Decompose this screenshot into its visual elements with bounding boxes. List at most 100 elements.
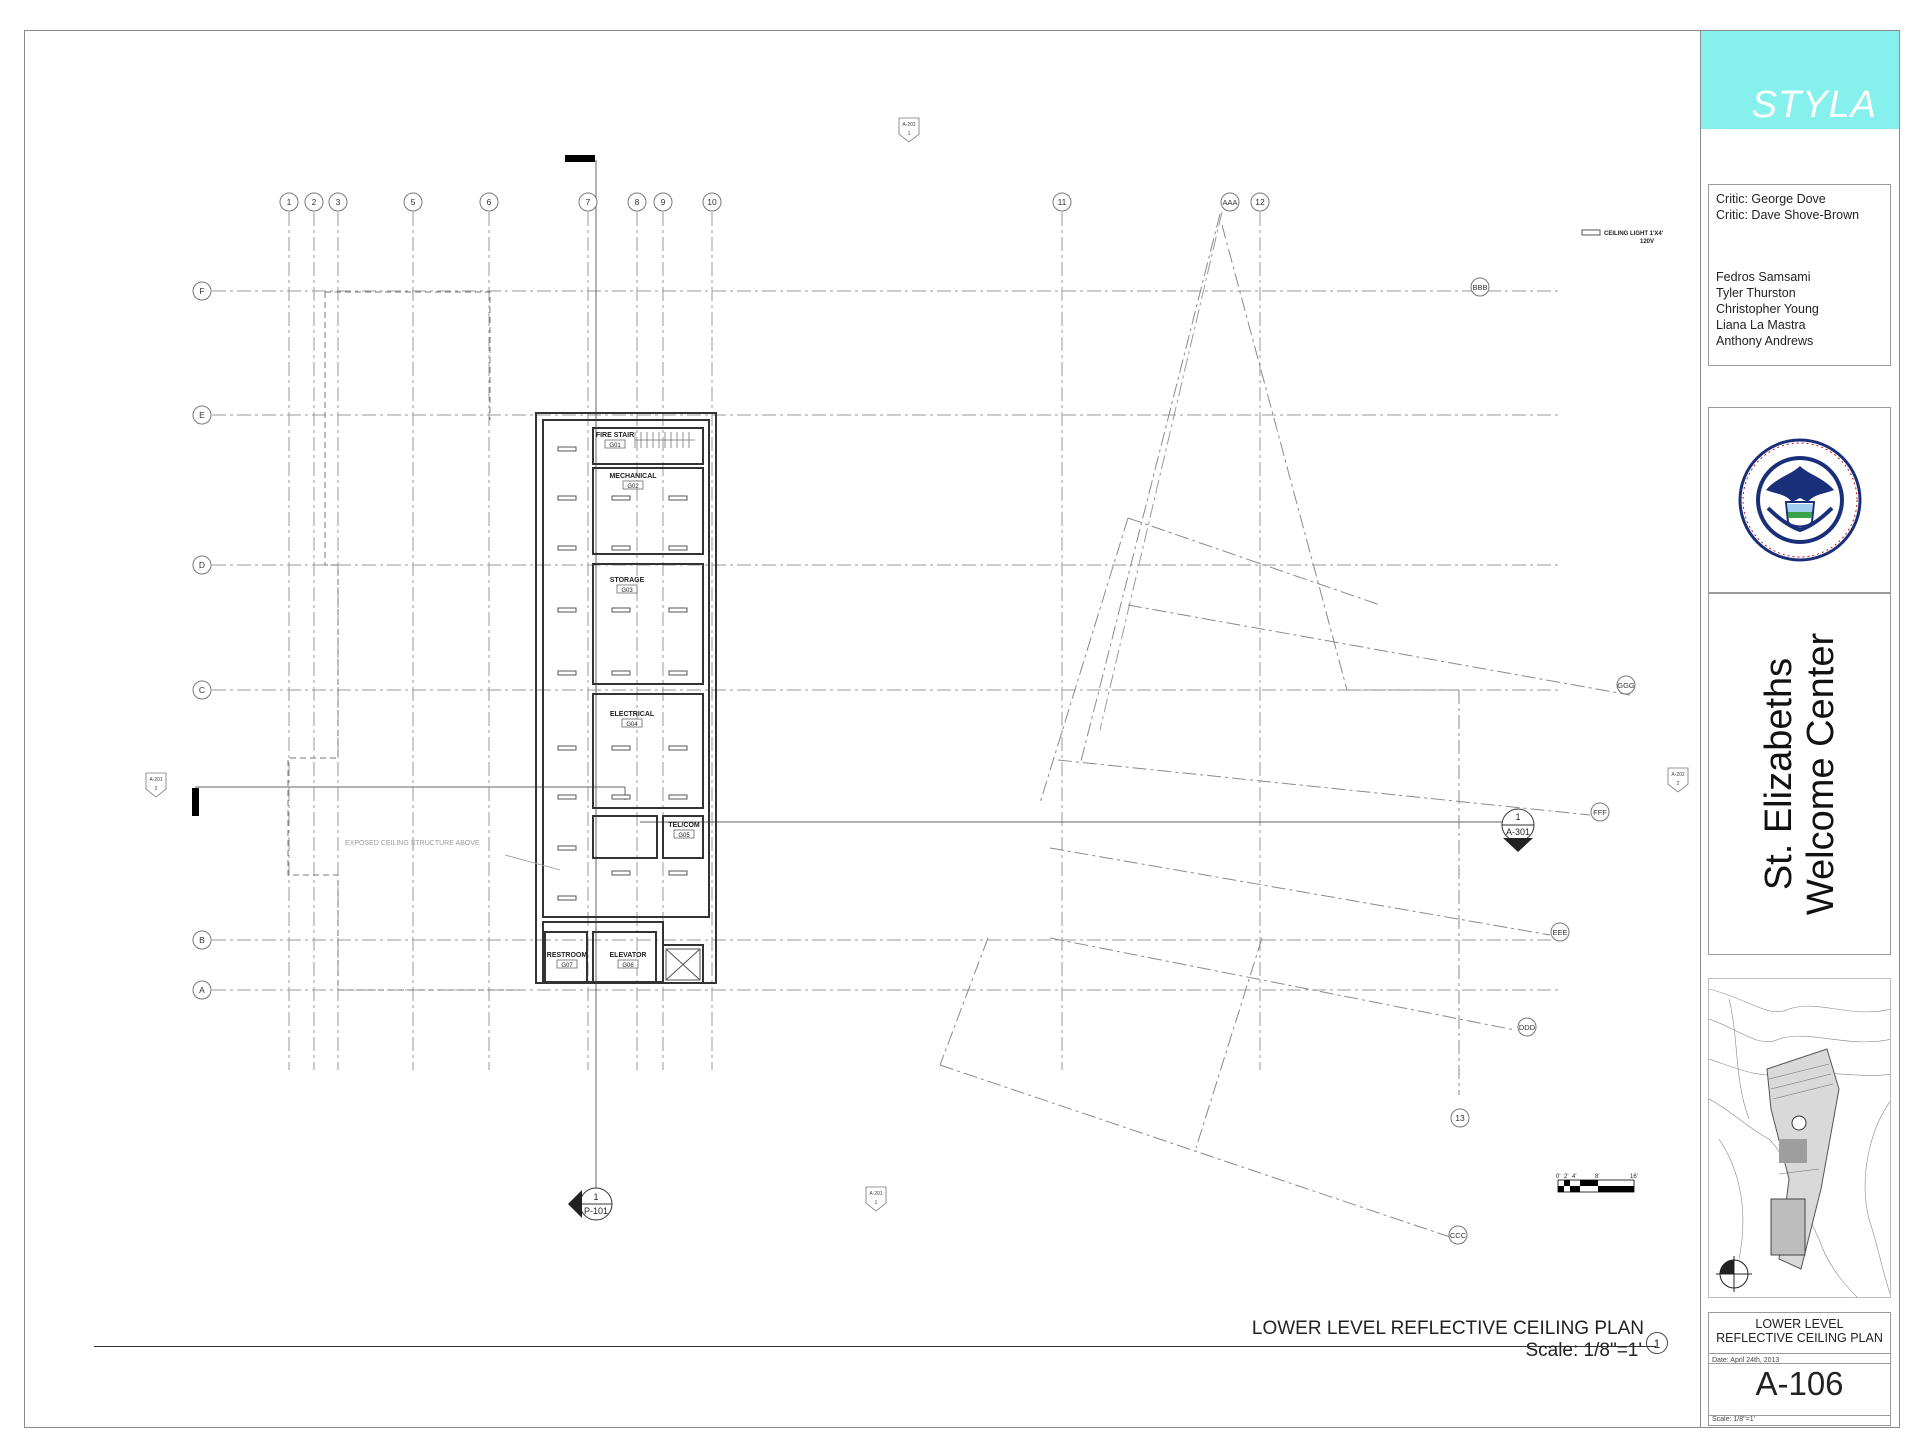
svg-text:CCC: CCC <box>1450 1231 1467 1240</box>
grid-bubble-5: 5 <box>403 192 423 212</box>
team-member: Christopher Young <box>1716 302 1819 316</box>
critic-2: Critic: Dave Shove-Brown <box>1716 208 1860 222</box>
svg-text:A-201: A-201 <box>869 1191 883 1197</box>
plan-scale: Scale: 1/8"=1' <box>1525 1340 1642 1361</box>
dhs-seal-icon <box>1738 438 1861 562</box>
view-number-bubble: 1 <box>1646 1332 1668 1354</box>
section-mark-top <box>565 155 595 162</box>
svg-text:G03: G03 <box>621 588 633 594</box>
room-labels: FIRE STAIRG01MECHANICALG02STORAGEG03ELEC… <box>547 432 700 969</box>
section-marker-p101: 1 P-101 <box>568 1187 613 1221</box>
svg-text:A-202: A-202 <box>902 122 916 128</box>
elevator-car <box>665 948 701 981</box>
scale-bar-label: 8' <box>1595 1174 1599 1180</box>
svg-text:120V: 120V <box>1640 239 1654 245</box>
team-box: Critic: George Dove Critic: Dave Shove-B… <box>1708 184 1891 366</box>
room-tag-g07: RESTROOM G07 <box>547 952 588 969</box>
svg-text:13: 13 <box>1455 1113 1465 1123</box>
svg-text:6: 6 <box>487 197 492 207</box>
brand-logo-text: STYLA <box>1751 84 1877 126</box>
team-member: Liana La Mastra <box>1716 318 1806 332</box>
sheet-name: LOWER LEVEL REFLECTIVE CEILING PLAN <box>1716 1317 1883 1345</box>
svg-text:1: 1 <box>908 131 911 137</box>
scale-bar-label: 0' <box>1556 1174 1560 1180</box>
sheet-info-box: LOWER LEVEL REFLECTIVE CEILING PLAN Date… <box>1708 1312 1891 1426</box>
svg-text:C: C <box>199 685 205 695</box>
project-title: St. Elizabeths Welcome Center <box>1757 632 1842 916</box>
ceiling-lights <box>557 446 688 901</box>
svg-text:11: 11 <box>1058 197 1067 207</box>
svg-text:DDD: DDD <box>1519 1023 1536 1032</box>
floor-plan-drawing: FIRE STAIRG01MECHANICALG02STORAGEG03ELEC… <box>145 117 1689 1245</box>
grid-bubble-D: D <box>192 555 212 575</box>
grid-bubble-11: 11 <box>1052 192 1072 212</box>
svg-text:G04: G04 <box>626 722 638 728</box>
grid-bubble-CCC: CCC <box>1448 1225 1468 1245</box>
svg-text:G06: G06 <box>622 963 634 969</box>
graphic-scale-bar: 0'2'4'8'16' <box>1556 1174 1638 1193</box>
grid-bubble-3: 3 <box>328 192 348 212</box>
ceiling-light-legend: CEILING LIGHT 1'X4' 120V <box>1581 229 1664 245</box>
section-cut-lines <box>195 160 1515 1200</box>
sheet-number: A-106 <box>1755 1365 1844 1402</box>
scale-bar-label: 16' <box>1630 1174 1638 1180</box>
grid-bubble-10: 10 <box>702 192 722 212</box>
svg-text:2: 2 <box>155 786 158 792</box>
svg-text:G02: G02 <box>627 484 639 490</box>
svg-text:G01: G01 <box>609 443 621 449</box>
grid-bubble-E: E <box>192 405 212 425</box>
row-grid-bubbles: F E D C B A <box>192 281 212 1000</box>
building-walls <box>535 412 717 984</box>
column-grid-lines <box>288 211 1261 1070</box>
grid-bubble-9: 9 <box>653 192 673 212</box>
sheet-scale: Scale: 1/8"=1' <box>1712 1416 1755 1423</box>
sheet-date: Date: April 24th, 2013 <box>1712 1357 1780 1364</box>
svg-text:P-101: P-101 <box>584 1206 608 1216</box>
grid-bubble-C: C <box>192 680 212 700</box>
grid-bubble-F: F <box>192 281 212 301</box>
svg-text:A-201: A-201 <box>149 777 163 783</box>
svg-text:FIRE STAIR: FIRE STAIR <box>596 432 634 439</box>
grid-bubble-6: 6 <box>479 192 499 212</box>
svg-text:5: 5 <box>411 197 416 207</box>
scale-bar-label: 4' <box>1572 1174 1576 1180</box>
ceiling-note: EXPOSED CEILING STRUCTURE ABOVE <box>345 840 480 847</box>
svg-text:1: 1 <box>875 1200 878 1206</box>
grid-bubble-A: A <box>192 980 212 1000</box>
svg-text:A-202: A-202 <box>1671 772 1685 778</box>
svg-text:FFF: FFF <box>1593 808 1607 817</box>
grid-bubble-7: 7 <box>578 192 598 212</box>
site-key-map <box>1708 978 1891 1298</box>
project-title-box: St. Elizabeths Welcome Center <box>1708 593 1891 955</box>
grid-bubble-2: 2 <box>304 192 324 212</box>
svg-text:EEE: EEE <box>1552 928 1567 937</box>
stair-treads <box>634 432 695 448</box>
plan-title: LOWER LEVEL REFLECTIVE CEILING PLAN <box>1251 1318 1644 1339</box>
grid-bubble-1: 1 <box>279 192 299 212</box>
svg-text:RESTROOM: RESTROOM <box>547 952 588 959</box>
svg-text:BBB: BBB <box>1472 283 1487 292</box>
svg-text:CEILING LIGHT 1'X4': CEILING LIGHT 1'X4' <box>1604 231 1664 237</box>
svg-text:G07: G07 <box>561 963 573 969</box>
svg-text:7: 7 <box>586 197 591 207</box>
svg-text:1: 1 <box>287 197 292 207</box>
svg-text:B: B <box>199 935 205 945</box>
svg-text:E: E <box>199 410 205 420</box>
team-member: Anthony Andrews <box>1716 334 1814 348</box>
svg-text:AAA: AAA <box>1222 198 1237 207</box>
svg-text:1: 1 <box>1515 812 1520 822</box>
room-tag-g01: FIRE STAIR G01 <box>596 432 634 449</box>
svg-text:TEL/COM: TEL/COM <box>668 822 700 829</box>
plan-title-rule <box>94 1346 1656 1347</box>
grid-bubble-EEE: EEE <box>1550 922 1570 942</box>
svg-text:STORAGE: STORAGE <box>610 577 645 584</box>
grid-bubble-AAA: AAA <box>1220 192 1240 212</box>
svg-text:8: 8 <box>635 197 640 207</box>
team-member: Tyler Thurston <box>1716 286 1796 300</box>
svg-text:12: 12 <box>1255 197 1265 207</box>
